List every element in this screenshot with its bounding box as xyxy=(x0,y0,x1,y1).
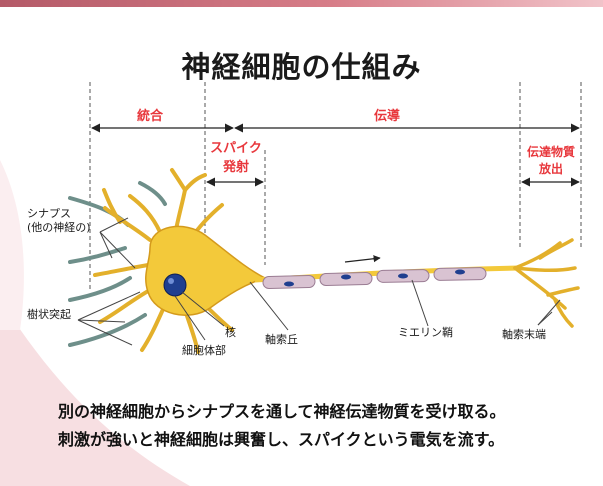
synapse-label-2: (他の神経の) xyxy=(27,220,91,234)
axon-terminals xyxy=(513,238,580,328)
axon-terminal-label: 軸索末端 xyxy=(502,327,546,341)
phase-release-label-2: 放出 xyxy=(538,161,563,176)
dendrites xyxy=(93,168,234,354)
myelin-sheath-label: ミエリン鞘 xyxy=(398,325,453,339)
signal-direction-arrow xyxy=(344,255,381,263)
leader-lines xyxy=(77,217,561,346)
nucleus-label: 核 xyxy=(225,325,236,339)
cell-body-label: 細胞体部 xyxy=(182,343,226,357)
schwann-nuclei xyxy=(284,269,465,287)
phase-integration-label: 統合 xyxy=(137,108,164,124)
phase-spike-label-2: 発射 xyxy=(222,159,249,175)
synapse-label: シナプス xyxy=(27,207,71,220)
page-title: 神経細胞の仕組み xyxy=(181,50,422,84)
phase-conduction-label: 伝導 xyxy=(374,108,400,124)
dendrite-label: 樹状突起 xyxy=(27,307,71,321)
caption-line-2: 刺激が強いと神経細胞は興奮し、スパイクという電気を流す。 xyxy=(58,430,505,449)
phase-release-label: 伝達物質 xyxy=(527,144,575,159)
nucleus-highlight xyxy=(168,278,174,284)
top-accent-bar xyxy=(0,0,603,7)
cell-body xyxy=(145,225,268,316)
myelin-segments xyxy=(262,267,487,290)
phase-spike-label: スパイク xyxy=(210,141,262,156)
axon-hillock-label: 軸索丘 xyxy=(265,332,298,346)
caption-line-1: 別の神経細胞からシナプスを通して神経伝達物質を受け取る。 xyxy=(58,402,506,421)
